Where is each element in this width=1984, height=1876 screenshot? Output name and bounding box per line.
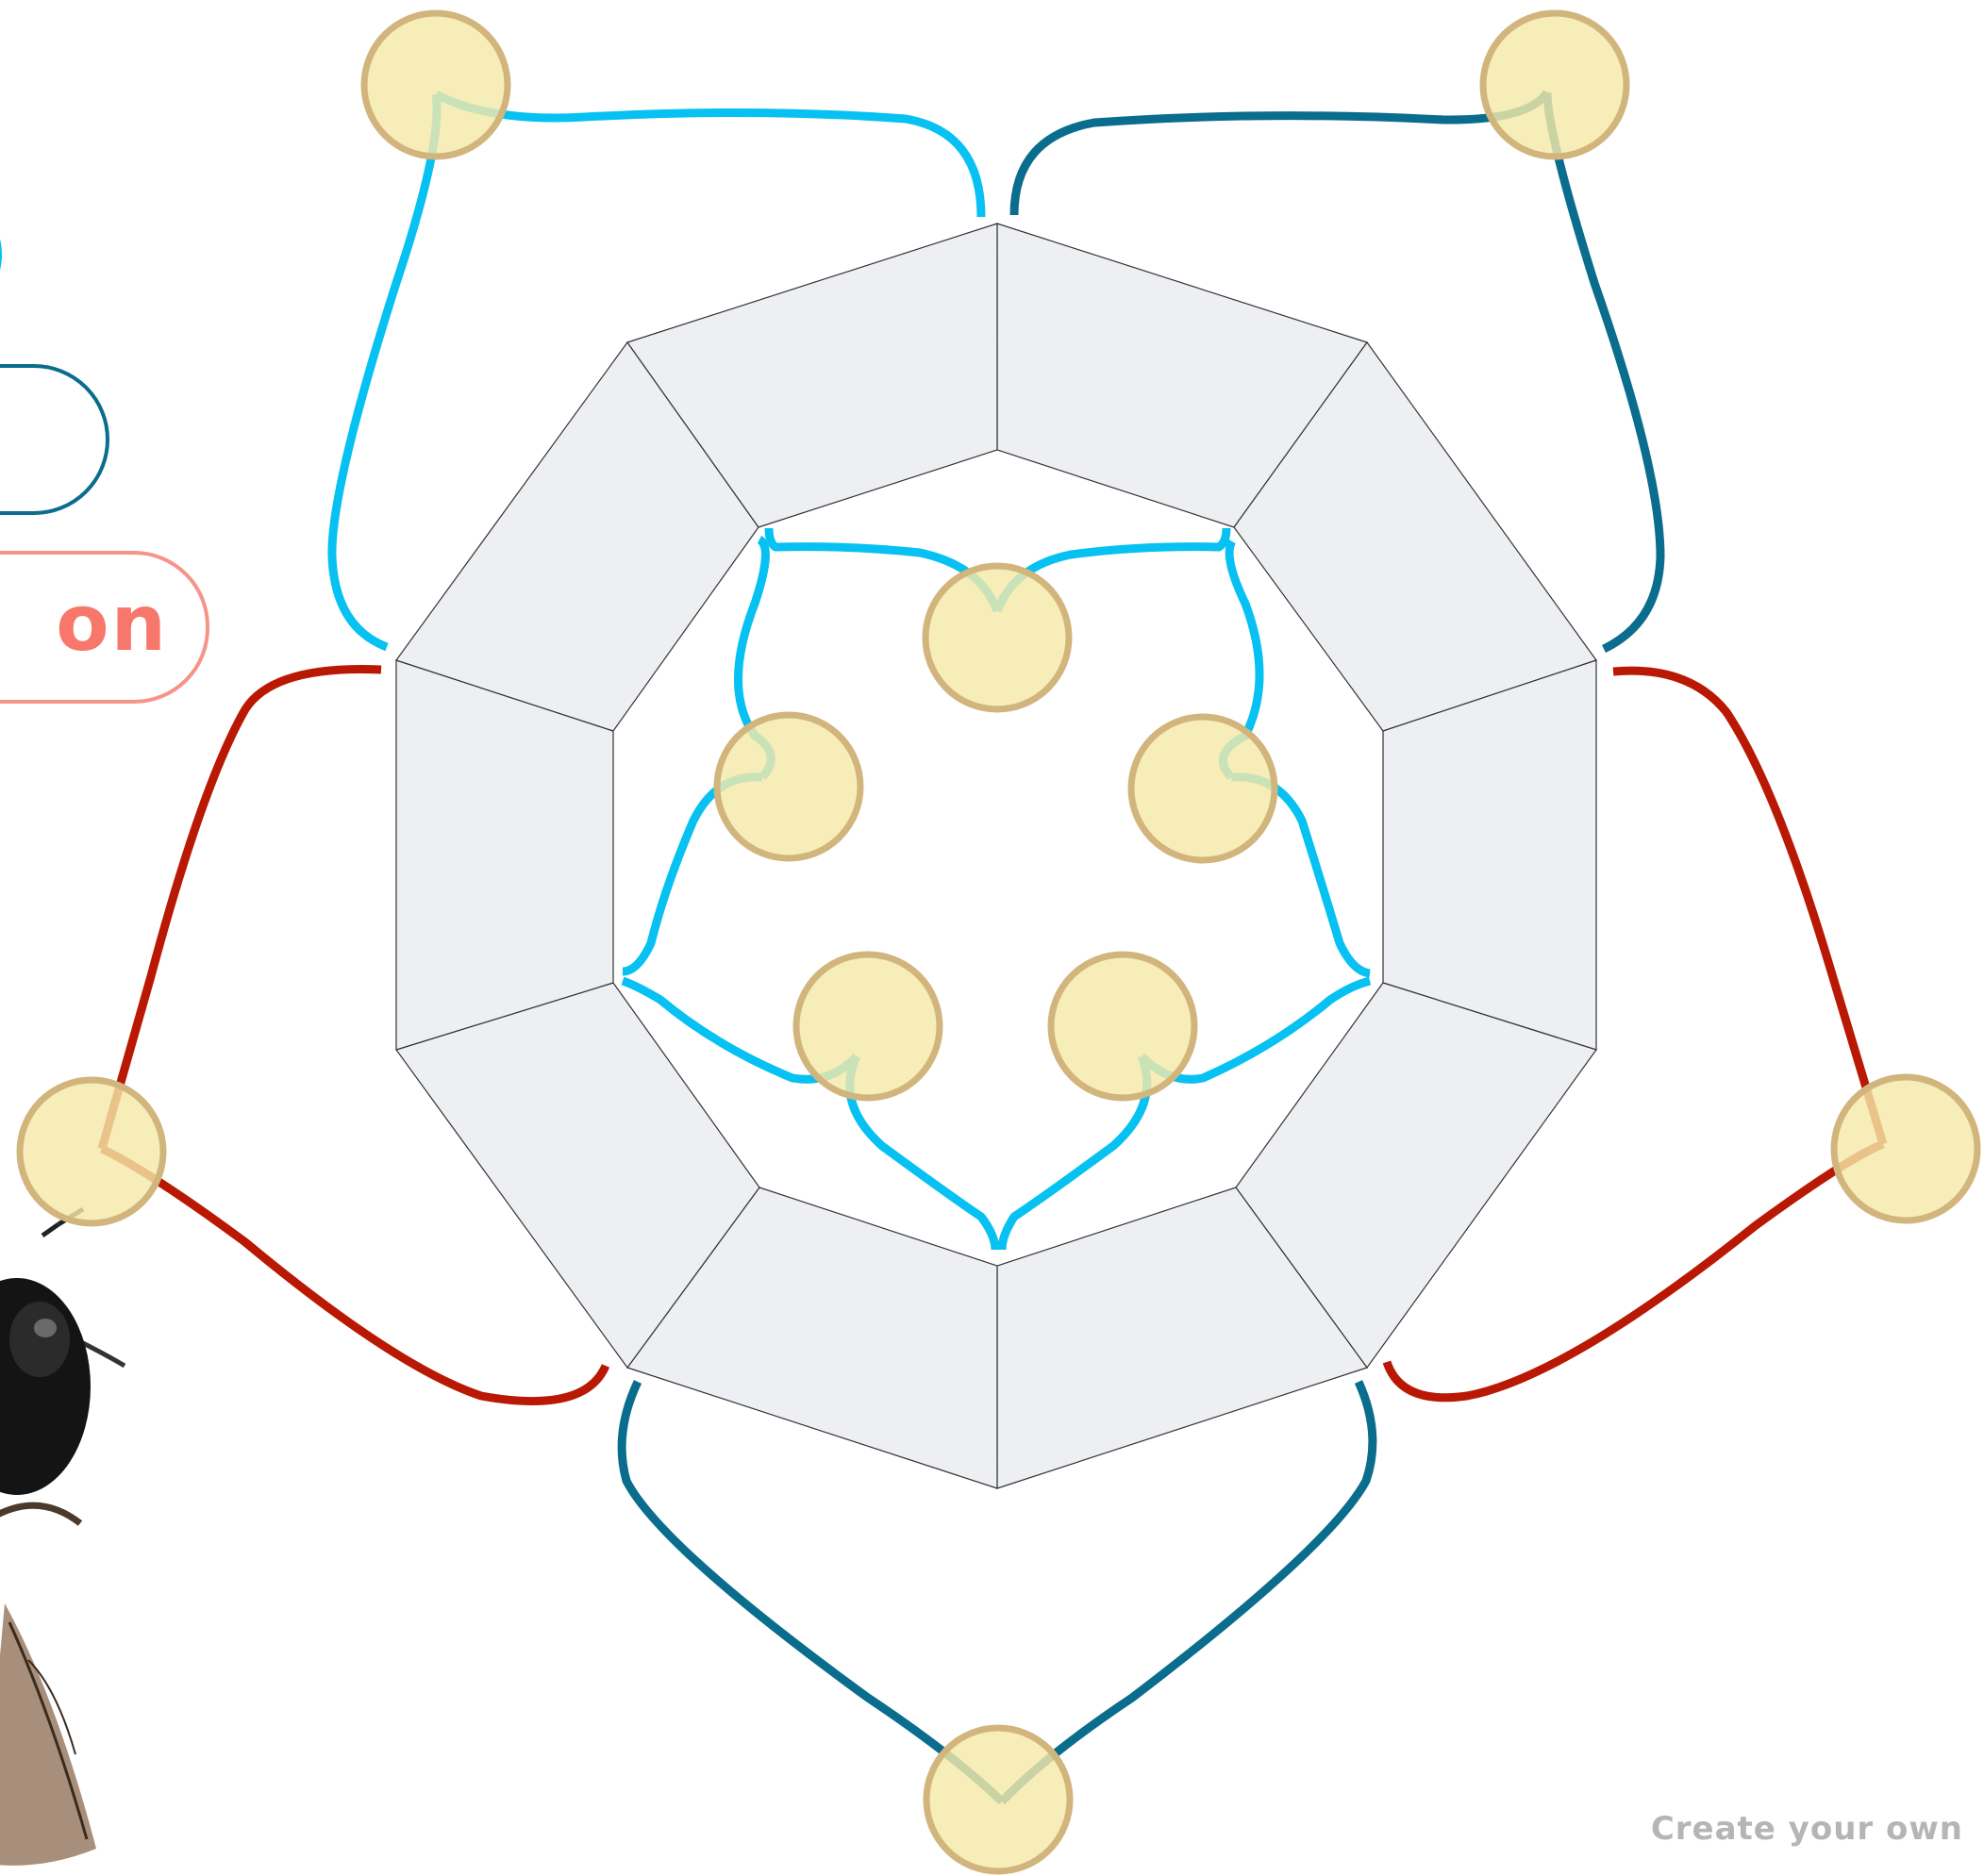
node-bottom[interactable] bbox=[926, 1728, 1070, 1871]
node-inner-top[interactable] bbox=[925, 566, 1069, 709]
node-inner-bottom-right[interactable] bbox=[1051, 955, 1194, 1098]
node-inner-right[interactable] bbox=[1131, 717, 1275, 860]
wire-segment bbox=[1547, 92, 1660, 649]
wire-segment bbox=[436, 94, 981, 217]
create-your-own-link[interactable]: Create your own bbox=[1651, 1810, 1963, 1848]
node-top-left[interactable] bbox=[364, 13, 508, 157]
node-inner-bottom-left[interactable] bbox=[796, 955, 940, 1098]
wire-segment bbox=[1613, 671, 1883, 1144]
node-top-right[interactable] bbox=[1483, 13, 1626, 157]
wire-segment bbox=[102, 670, 381, 1149]
panel-ring bbox=[396, 224, 1596, 1488]
node-inner-left[interactable] bbox=[717, 715, 860, 858]
node-right[interactable] bbox=[1834, 1077, 1977, 1220]
node-left[interactable] bbox=[20, 1080, 163, 1223]
bee-icon bbox=[0, 1209, 125, 1866]
wire-segment bbox=[332, 94, 437, 647]
wire-segment bbox=[1014, 92, 1547, 215]
